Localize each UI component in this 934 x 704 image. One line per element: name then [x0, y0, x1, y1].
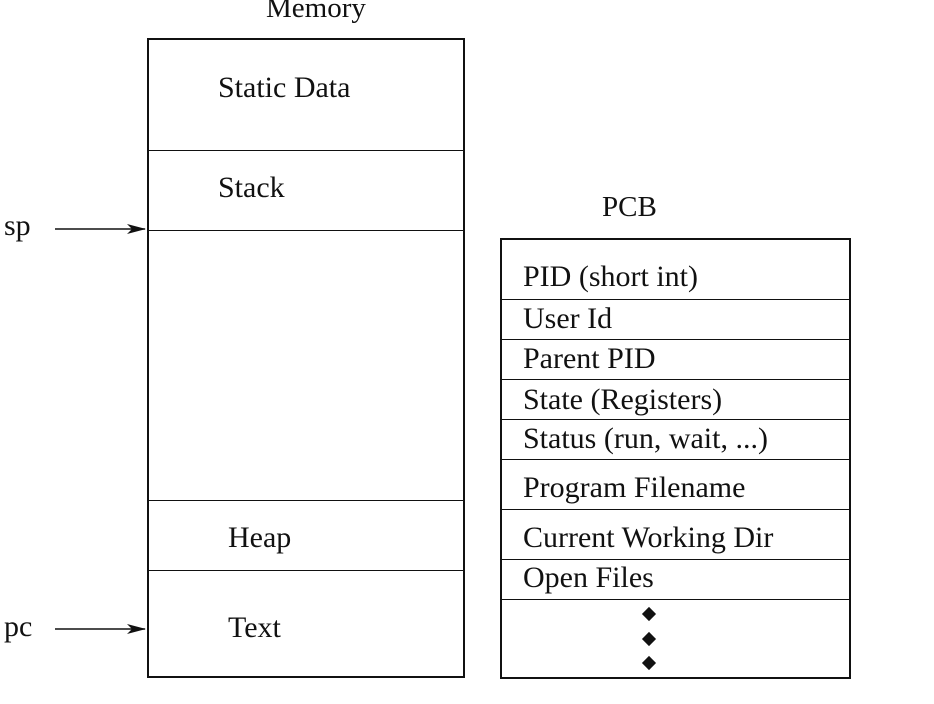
- memory-segment-text: Text: [149, 571, 463, 678]
- sp-arrow: [55, 224, 146, 234]
- pcb-row-state: State (Registers): [502, 380, 849, 420]
- pcb-row-open-files: Open Files: [502, 560, 849, 600]
- memory-segment-heap: Heap: [149, 501, 463, 571]
- memory-title: Memory: [266, 0, 366, 24]
- pcb-row-user-id: User Id: [502, 300, 849, 340]
- pcb-field-label: Parent PID: [523, 342, 656, 375]
- pcb-field-label: Status (run, wait, ...): [523, 422, 768, 455]
- pcb-field-label: Current Working Dir: [523, 521, 774, 554]
- pc-label: pc: [4, 610, 33, 643]
- memory-segment-label: Text: [228, 611, 281, 644]
- ellipsis-dot: [641, 655, 657, 671]
- pcb-title: PCB: [602, 191, 657, 223]
- pcb-field-label: Open Files: [523, 561, 654, 594]
- pcb-field-label: State (Registers): [523, 383, 723, 416]
- ellipsis-dot: [641, 631, 657, 647]
- memory-segment-label: Stack: [218, 171, 285, 204]
- pc-arrow: [55, 624, 146, 634]
- sp-label: sp: [4, 209, 31, 242]
- pcb-row-current-working-dir: Current Working Dir: [502, 510, 849, 560]
- pcb-row-ellipsis: [502, 600, 849, 679]
- pcb-field-label: PID (short int): [523, 260, 698, 293]
- memory-segment-static-data: Static Data: [149, 40, 463, 151]
- pcb-row-pid: PID (short int): [502, 240, 849, 300]
- memory-segment-label: Static Data: [218, 71, 351, 104]
- pcb-field-label: User Id: [523, 302, 613, 335]
- pcb-field-label: Program Filename: [523, 471, 746, 504]
- pcb-row-program-filename: Program Filename: [502, 460, 849, 510]
- memory-segment-label: Heap: [228, 521, 292, 554]
- pcb-row-parent-pid: Parent PID: [502, 340, 849, 380]
- pcb-row-status: Status (run, wait, ...): [502, 420, 849, 460]
- memory-layout: Static Data Stack Heap Text: [147, 38, 465, 678]
- memory-segment-free: [149, 231, 463, 501]
- ellipsis-dot: [641, 606, 657, 622]
- pcb-table: PID (short int) User Id Parent PID State…: [500, 238, 851, 679]
- memory-segment-stack: Stack: [149, 151, 463, 231]
